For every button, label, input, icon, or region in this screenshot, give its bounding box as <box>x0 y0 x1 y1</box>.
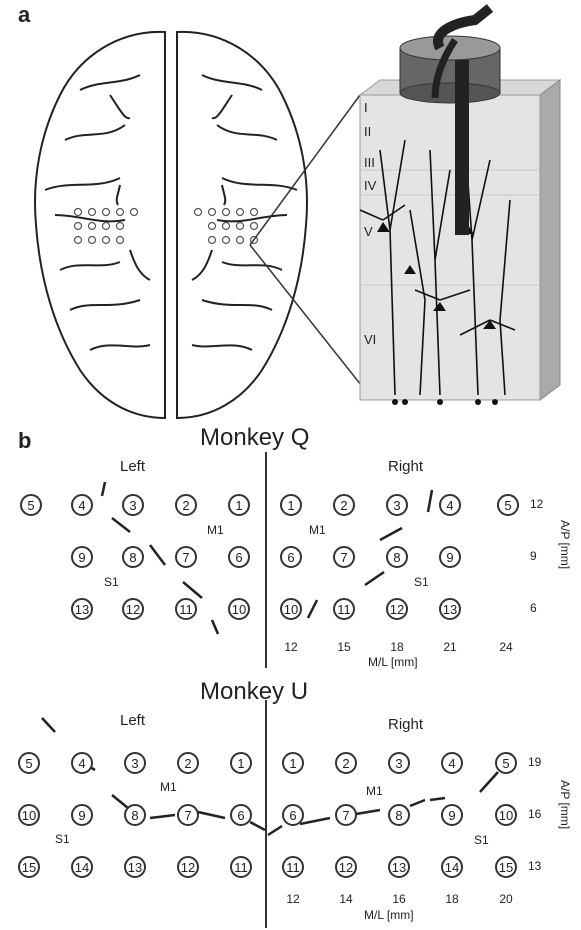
monkey-q-region-m1-left: M1 <box>207 523 224 537</box>
electrode-q-right-11: 11 <box>333 598 355 620</box>
electrode-u-left-4: 4 <box>71 752 93 774</box>
electrode-u-right-9: 9 <box>441 804 463 826</box>
monkey-u-ytick: 13 <box>528 859 541 873</box>
monkey-q-left-label: Left <box>120 458 145 475</box>
electrode-q-left-7: 7 <box>175 546 197 568</box>
monkey-q-ytick: 6 <box>530 601 537 615</box>
monkey-u-region-s1-right: S1 <box>474 833 489 847</box>
monkey-u-ytick: 19 <box>528 755 541 769</box>
monkey-u-left-label: Left <box>120 712 145 729</box>
electrode-u-left-13: 13 <box>124 856 146 878</box>
electrode-u-right-4: 4 <box>441 752 463 774</box>
electrode-q-right-7: 7 <box>333 546 355 568</box>
electrode-q-right-8: 8 <box>386 546 408 568</box>
electrode-q-left-1: 1 <box>228 494 250 516</box>
electrode-u-right-11: 11 <box>282 856 304 878</box>
electrode-q-right-10: 10 <box>280 598 302 620</box>
electrode-u-left-8: 8 <box>124 804 146 826</box>
monkey-u-title: Monkey U <box>200 678 308 706</box>
sulcus-marks <box>42 482 498 835</box>
monkey-q-ylabel: A/P [mm] <box>558 520 572 569</box>
monkey-u-ylabel: A/P [mm] <box>558 780 572 829</box>
monkey-u-xlabel: M/L [mm] <box>364 908 414 922</box>
electrode-q-left-6: 6 <box>228 546 250 568</box>
electrode-q-right-6: 6 <box>280 546 302 568</box>
electrode-u-left-11: 11 <box>230 856 252 878</box>
electrode-u-right-8: 8 <box>388 804 410 826</box>
monkey-u-ytick: 16 <box>528 807 541 821</box>
monkey-u-region-s1-left: S1 <box>55 832 70 846</box>
monkey-q-xtick: 21 <box>443 640 456 654</box>
electrode-q-right-13: 13 <box>439 598 461 620</box>
monkey-q-xtick: 15 <box>337 640 350 654</box>
electrode-u-right-6: 6 <box>282 804 304 826</box>
electrode-u-right-12: 12 <box>335 856 357 878</box>
electrode-q-left-11: 11 <box>175 598 197 620</box>
electrode-u-left-2: 2 <box>177 752 199 774</box>
monkey-q-region-m1-right: M1 <box>309 523 326 537</box>
monkey-q-region-s1-right: S1 <box>414 575 429 589</box>
electrode-q-right-5: 5 <box>497 494 519 516</box>
electrode-u-left-15: 15 <box>18 856 40 878</box>
monkey-q-xtick: 24 <box>499 640 512 654</box>
monkey-q-xlabel: M/L [mm] <box>368 655 418 669</box>
electrode-u-left-6: 6 <box>230 804 252 826</box>
electrode-u-left-1: 1 <box>230 752 252 774</box>
electrode-u-right-10: 10 <box>495 804 517 826</box>
electrode-u-left-10: 10 <box>18 804 40 826</box>
electrode-q-right-9: 9 <box>439 546 461 568</box>
monkey-u-xtick: 18 <box>445 892 458 906</box>
electrode-u-right-1: 1 <box>282 752 304 774</box>
electrode-u-right-5: 5 <box>495 752 517 774</box>
electrode-q-left-4: 4 <box>71 494 93 516</box>
monkey-q-ytick: 12 <box>530 497 543 511</box>
electrode-q-right-4: 4 <box>439 494 461 516</box>
electrode-u-left-9: 9 <box>71 804 93 826</box>
electrode-q-left-12: 12 <box>122 598 144 620</box>
electrode-u-right-3: 3 <box>388 752 410 774</box>
electrode-u-left-12: 12 <box>177 856 199 878</box>
monkey-u-region-m1-right: M1 <box>366 784 383 798</box>
electrode-q-left-5: 5 <box>20 494 42 516</box>
electrode-q-left-8: 8 <box>122 546 144 568</box>
monkey-u-xtick: 20 <box>499 892 512 906</box>
monkey-q-title: Monkey Q <box>200 424 309 452</box>
electrode-u-left-5: 5 <box>18 752 40 774</box>
electrode-q-left-13: 13 <box>71 598 93 620</box>
electrode-u-left-3: 3 <box>124 752 146 774</box>
electrode-u-left-7: 7 <box>177 804 199 826</box>
electrode-q-left-9: 9 <box>71 546 93 568</box>
electrode-u-right-15: 15 <box>495 856 517 878</box>
electrode-u-left-14: 14 <box>71 856 93 878</box>
electrode-q-left-3: 3 <box>122 494 144 516</box>
monkey-u-xtick: 14 <box>339 892 352 906</box>
monkey-q-xtick: 18 <box>390 640 403 654</box>
electrode-q-left-2: 2 <box>175 494 197 516</box>
monkey-q-right-label: Right <box>388 458 423 475</box>
monkey-u-xtick: 16 <box>392 892 405 906</box>
electrode-u-right-14: 14 <box>441 856 463 878</box>
electrode-q-right-3: 3 <box>386 494 408 516</box>
electrode-q-right-2: 2 <box>333 494 355 516</box>
monkey-q-region-s1-left: S1 <box>104 575 119 589</box>
electrode-q-right-12: 12 <box>386 598 408 620</box>
electrode-u-right-7: 7 <box>335 804 357 826</box>
monkey-u-right-label: Right <box>388 716 423 733</box>
monkey-u-region-m1-left: M1 <box>160 780 177 794</box>
monkey-q-xtick: 12 <box>284 640 297 654</box>
electrode-q-left-10: 10 <box>228 598 250 620</box>
electrode-u-right-2: 2 <box>335 752 357 774</box>
monkey-u-xtick: 12 <box>286 892 299 906</box>
monkey-q-ytick: 9 <box>530 549 537 563</box>
electrode-q-right-1: 1 <box>280 494 302 516</box>
electrode-u-right-13: 13 <box>388 856 410 878</box>
